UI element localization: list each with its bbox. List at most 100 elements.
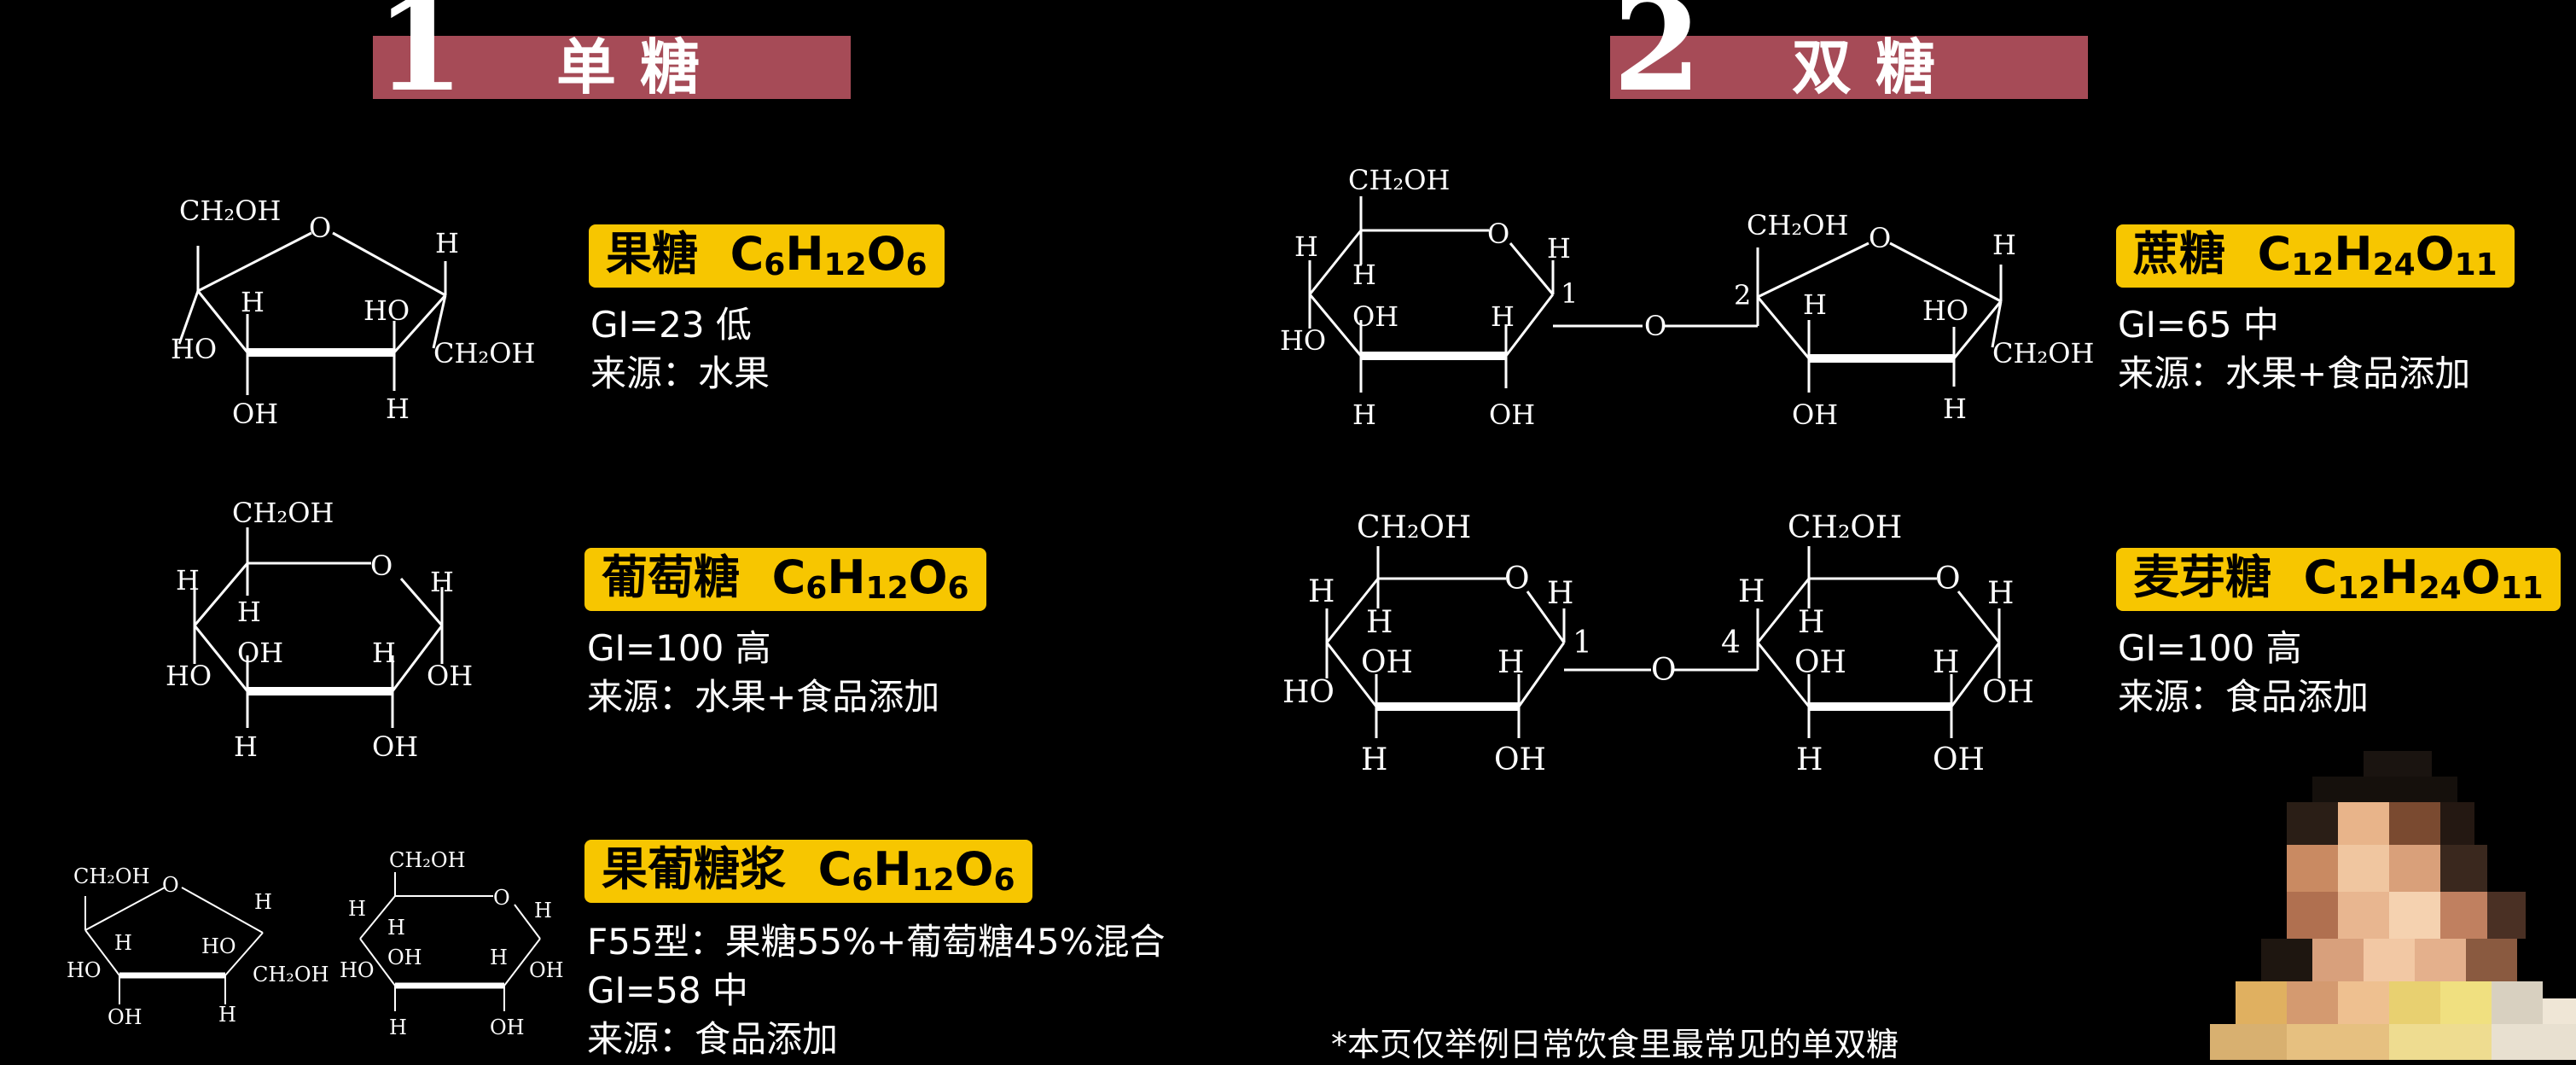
- label-oh: OH: [1361, 645, 1413, 680]
- label-oh: OH: [108, 1005, 142, 1029]
- label-h: H: [348, 897, 366, 921]
- label-h: H: [1803, 288, 1827, 321]
- label-ch2oh: CH₂OH: [389, 848, 466, 872]
- label-h: H: [114, 931, 132, 955]
- label-h: H: [1294, 230, 1318, 263]
- label-oh: OH: [1982, 675, 2034, 710]
- label-h: H: [1992, 229, 2016, 261]
- footnote: *本页仅举例日常饮食里最常见的单双糖: [1331, 1026, 1899, 1063]
- label-h: H: [234, 730, 258, 763]
- sucrose-gi: GI=65 中: [2118, 304, 2279, 346]
- label-ch2oh: CH₂OH: [1357, 510, 1471, 545]
- label-h: H: [1352, 259, 1376, 291]
- label-h: H: [1798, 605, 1824, 640]
- label-oh: OH: [232, 398, 278, 430]
- maltose-info: GI=100 高 来源：食品添加: [2118, 624, 2369, 721]
- label-h: H: [1308, 574, 1335, 609]
- label-ring-o: O: [493, 886, 510, 910]
- maltose-tag: 麦芽糖 C12H24O11: [2116, 548, 2561, 611]
- glucose-source: 来源：水果+食品添加: [587, 676, 940, 718]
- fructose-tag: 果糖 C6H12O6: [589, 224, 945, 288]
- label-h: H: [237, 596, 261, 628]
- label-ho: HO: [1280, 324, 1326, 357]
- label-h: H: [1497, 645, 1524, 680]
- label-ch2oh: CH₂OH: [1747, 209, 1848, 242]
- label-oh: OH: [237, 637, 283, 669]
- maltose-structure: CH₂OH O H H H 1 OH H HO H OH O 4 CH₂OH O…: [1282, 510, 2034, 777]
- fructose-structure: CH₂OH O H H HO HO CH₂OH OH H: [171, 195, 535, 430]
- hfcs-name: 果葡糖浆: [602, 842, 786, 896]
- label-oh: OH: [372, 730, 418, 763]
- label-oh: OH: [1489, 399, 1535, 431]
- glucose-name: 葡萄糖: [602, 550, 740, 604]
- label-h: H: [534, 899, 552, 922]
- label-ring-o: O: [370, 550, 393, 582]
- section-number-mono: 1: [375, 0, 465, 120]
- label-ch2oh: CH₂OH: [73, 864, 150, 888]
- label-ho: HO: [67, 958, 102, 982]
- label-h: H: [254, 890, 272, 914]
- label-h: H: [218, 1003, 236, 1027]
- label-oh: OH: [427, 660, 473, 692]
- label-oh: OH: [490, 1016, 525, 1039]
- label-h: H: [1933, 645, 1959, 680]
- label-h: H: [1987, 576, 2014, 611]
- hfcs-source: 来源：食品添加: [587, 1018, 839, 1060]
- label-oh: OH: [1352, 300, 1398, 333]
- label-h: H: [1738, 574, 1765, 609]
- label-h: H: [435, 227, 459, 259]
- label-ho: HO: [201, 934, 236, 958]
- label-ch2oh: CH₂OH: [253, 963, 329, 986]
- label-ch2oh: CH₂OH: [232, 497, 334, 529]
- label-h: H: [1361, 742, 1387, 777]
- hfcs-gi: GI=58 中: [587, 969, 748, 1011]
- label-h: H: [387, 916, 405, 940]
- fructose-source: 来源：水果: [590, 352, 770, 394]
- label-oh: OH: [1494, 742, 1546, 777]
- label-oh: OH: [1933, 742, 1985, 777]
- label-oh: OH: [387, 946, 422, 969]
- presenter-avatar: [2210, 751, 2576, 1060]
- sucrose-info: GI=65 中 来源：水果+食品添加: [2118, 300, 2470, 398]
- label-ch2oh: CH₂OH: [1992, 337, 2094, 370]
- maltose-gi: GI=100 高: [2118, 627, 2302, 669]
- label-h: H: [1943, 393, 1967, 425]
- label-n1: 1: [1561, 277, 1578, 310]
- glucose-info: GI=100 高 来源：水果+食品添加: [587, 624, 939, 721]
- sucrose-name: 蔗糖: [2133, 227, 2225, 281]
- label-ring-o: O: [309, 212, 331, 244]
- label-n1: 1: [1573, 626, 1592, 661]
- section-title-di: 双糖: [1792, 32, 1959, 102]
- label-h: H: [1796, 742, 1823, 777]
- label-h: H: [1352, 399, 1376, 431]
- label-ch2oh: CH₂OH: [179, 195, 281, 227]
- hfcs-info: F55型：果糖55%+葡萄糖45%混合 GI=58 中 来源：食品添加: [587, 917, 1166, 1063]
- label-h: H: [389, 1016, 407, 1039]
- sucrose-structure: CH₂OH O H H H 1 OH H HO H OH O 2 CH₂OH O…: [1280, 164, 2094, 431]
- label-h: H: [1547, 232, 1571, 265]
- label-ring-o: O: [1487, 218, 1509, 250]
- label-n2: 2: [1734, 279, 1751, 311]
- glucose-gi: GI=100 高: [587, 627, 771, 669]
- label-bridge-o: O: [1644, 310, 1666, 342]
- label-h: H: [1491, 300, 1515, 333]
- maltose-name: 麦芽糖: [2133, 550, 2271, 604]
- label-bridge-o: O: [1651, 653, 1677, 688]
- label-h: H: [386, 393, 410, 425]
- label-oh: OH: [529, 958, 564, 982]
- label-h: H: [430, 566, 454, 598]
- label-ring-o: O: [162, 873, 179, 897]
- fructose-name: 果糖: [606, 227, 698, 281]
- label-oh: OH: [1794, 645, 1846, 680]
- hfcs-tag: 果葡糖浆 C6H12O6: [584, 840, 1032, 903]
- label-ring-o: O: [1935, 562, 1961, 597]
- label-ch2oh: CH₂OH: [1348, 164, 1450, 196]
- sucrose-source: 来源：水果+食品添加: [2118, 352, 2471, 394]
- label-ho: HO: [1922, 294, 1968, 327]
- label-ring-o: O: [1504, 562, 1530, 597]
- label-ho: HO: [363, 294, 410, 327]
- section-band-mono: [373, 36, 851, 99]
- label-h: H: [241, 286, 265, 318]
- label-ring-o: O: [1869, 222, 1891, 254]
- maltose-source: 来源：食品添加: [2118, 676, 2370, 718]
